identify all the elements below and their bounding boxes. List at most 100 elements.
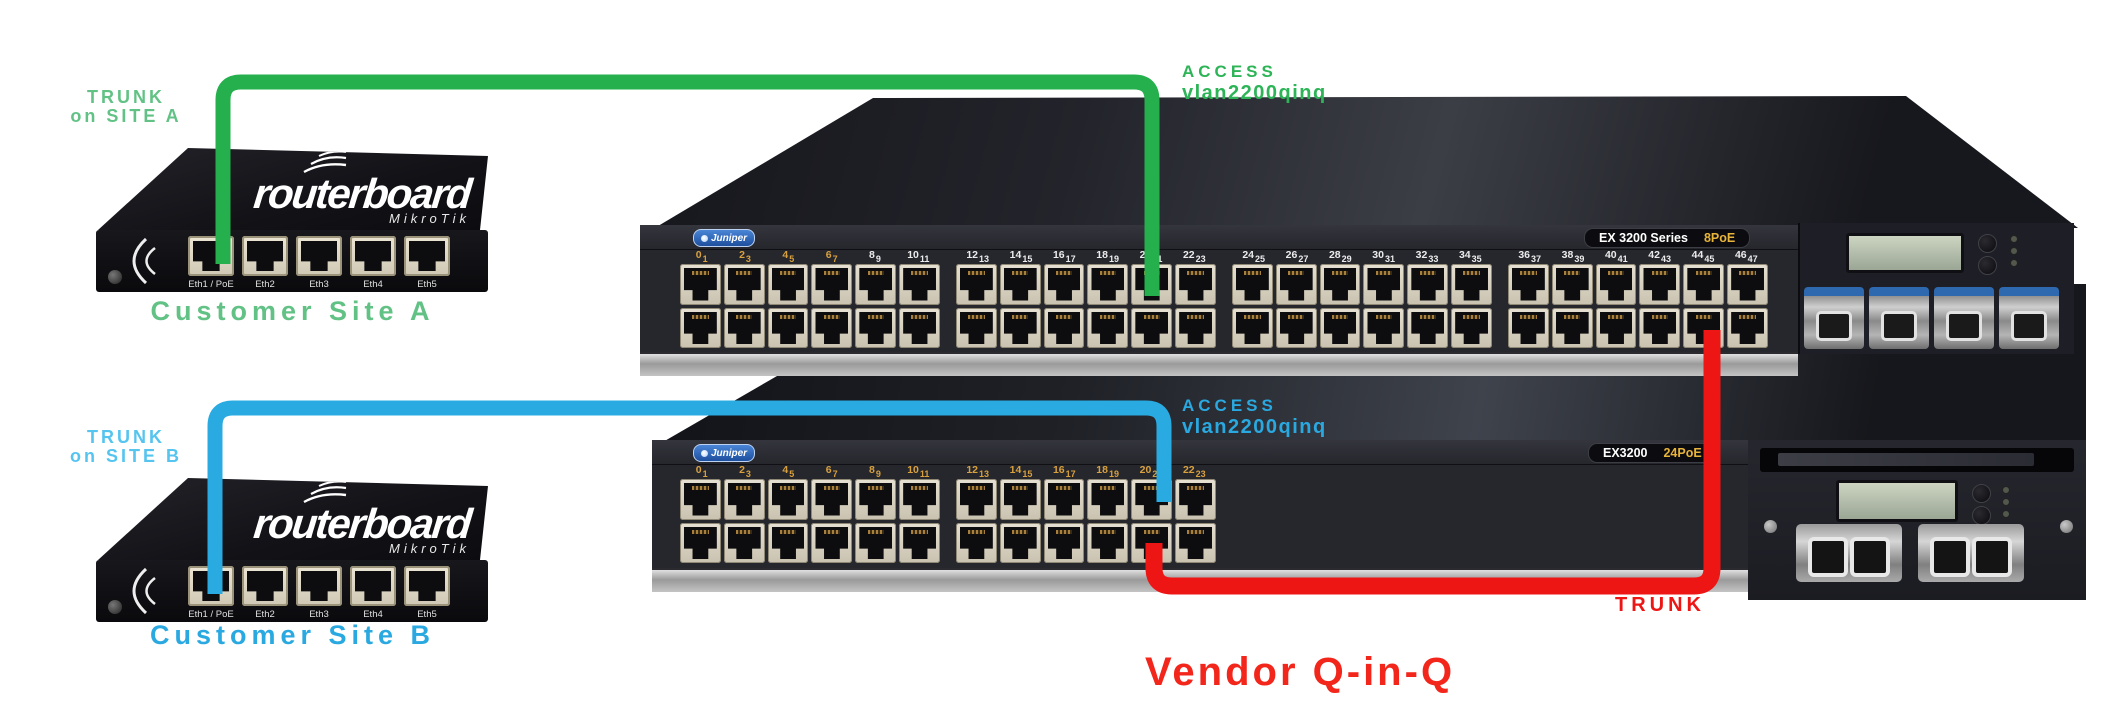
rj45-port — [855, 264, 897, 305]
routerboard-brand: routerboard — [251, 500, 473, 547]
rj45-port — [1275, 264, 1317, 305]
ethernet-port-label: Eth3 — [309, 609, 329, 620]
routerboard-a-top: routerboard MikroTik — [98, 148, 488, 230]
ethernet-port — [296, 236, 342, 276]
rj45-port — [1175, 479, 1216, 520]
rj45-port — [1508, 307, 1549, 348]
ethernet-port-label: Eth5 — [417, 279, 437, 290]
lcd-display — [1846, 233, 1964, 273]
rj45-port — [1319, 307, 1361, 348]
rj45-port — [999, 264, 1041, 305]
rj45-port — [723, 307, 765, 348]
sfp-latch — [1808, 537, 1848, 577]
rj45-port — [1043, 479, 1085, 520]
ethernet-port — [188, 566, 234, 606]
rj45-port — [1639, 307, 1681, 348]
ethernet-port-label: Eth4 — [363, 609, 383, 620]
ethernet-port — [350, 566, 396, 606]
status-led — [2010, 247, 2018, 255]
juniper-globe-icon — [700, 449, 708, 457]
juniper-logo-text: Juniper — [710, 232, 748, 244]
screw-icon — [1764, 520, 1777, 533]
rj45-port — [1407, 307, 1449, 348]
rj45-port — [999, 479, 1041, 520]
sfp-cage — [1869, 287, 1929, 349]
rj45-port — [899, 522, 940, 563]
trunk-site-b-label: TRUNK on SITE B — [70, 427, 182, 466]
sfp-cage — [1918, 524, 2024, 582]
rj45-port — [855, 522, 897, 563]
screw-icon — [108, 600, 122, 614]
rj45-port — [1595, 264, 1637, 305]
rj45-port — [1232, 264, 1273, 305]
switch-top-poe-badge: 8PoE — [1703, 231, 1736, 245]
access-vlan-a-label: ACCESS vlan2200qinq — [1182, 62, 1327, 104]
rj45-port — [1451, 264, 1492, 305]
status-led — [2002, 486, 2010, 494]
rj45-port — [1175, 264, 1216, 305]
rj45-port — [1043, 307, 1085, 348]
rj45-port — [1451, 307, 1492, 348]
routerboard-logo: routerboard MikroTik — [251, 500, 473, 556]
switch-bottom-ports — [680, 479, 1216, 563]
ethernet-port — [296, 566, 342, 606]
rj45-port — [1363, 307, 1405, 348]
ethernet-port-label: Eth2 — [255, 609, 275, 620]
trunk-interconnect-label: TRUNK — [1615, 594, 1705, 616]
rj45-port — [1175, 307, 1216, 348]
rj45-port — [1683, 307, 1725, 348]
menu-button — [1978, 234, 1997, 253]
sfp-latch — [1972, 537, 2012, 577]
rj45-port — [855, 307, 897, 348]
routerboard-brand: routerboard — [251, 170, 473, 217]
routerboard-logo: routerboard MikroTik — [251, 170, 473, 226]
ethernet-port-label: Eth1 / PoE — [188, 609, 234, 620]
switch-top-bottom-lip — [640, 352, 1798, 376]
rj45-port — [811, 264, 853, 305]
sfp-cage — [1796, 524, 1902, 582]
rj45-port — [767, 264, 809, 305]
rj45-port — [899, 307, 940, 348]
ethernet-port-label: Eth4 — [363, 279, 383, 290]
enter-button — [1978, 256, 1997, 275]
switch-top-uplink-module — [1798, 223, 2074, 354]
rj45-port — [999, 307, 1041, 348]
rj45-port — [767, 522, 809, 563]
screw-icon — [108, 270, 122, 284]
ethernet-port — [242, 236, 288, 276]
rj45-port — [1275, 307, 1317, 348]
sfp-latch — [1930, 537, 1970, 577]
juniper-logo-text: Juniper — [710, 447, 748, 459]
access-vlan-b-label: ACCESS vlan2200qinq — [1182, 396, 1327, 438]
ethernet-port — [350, 236, 396, 276]
rj45-port — [1551, 264, 1593, 305]
juniper-logo: Juniper — [693, 444, 755, 462]
mikrotik-swoosh-icon — [132, 567, 156, 615]
enter-button — [1972, 506, 1991, 525]
menu-button — [1972, 484, 1991, 503]
status-led — [2002, 498, 2010, 506]
rj45-port — [723, 264, 765, 305]
